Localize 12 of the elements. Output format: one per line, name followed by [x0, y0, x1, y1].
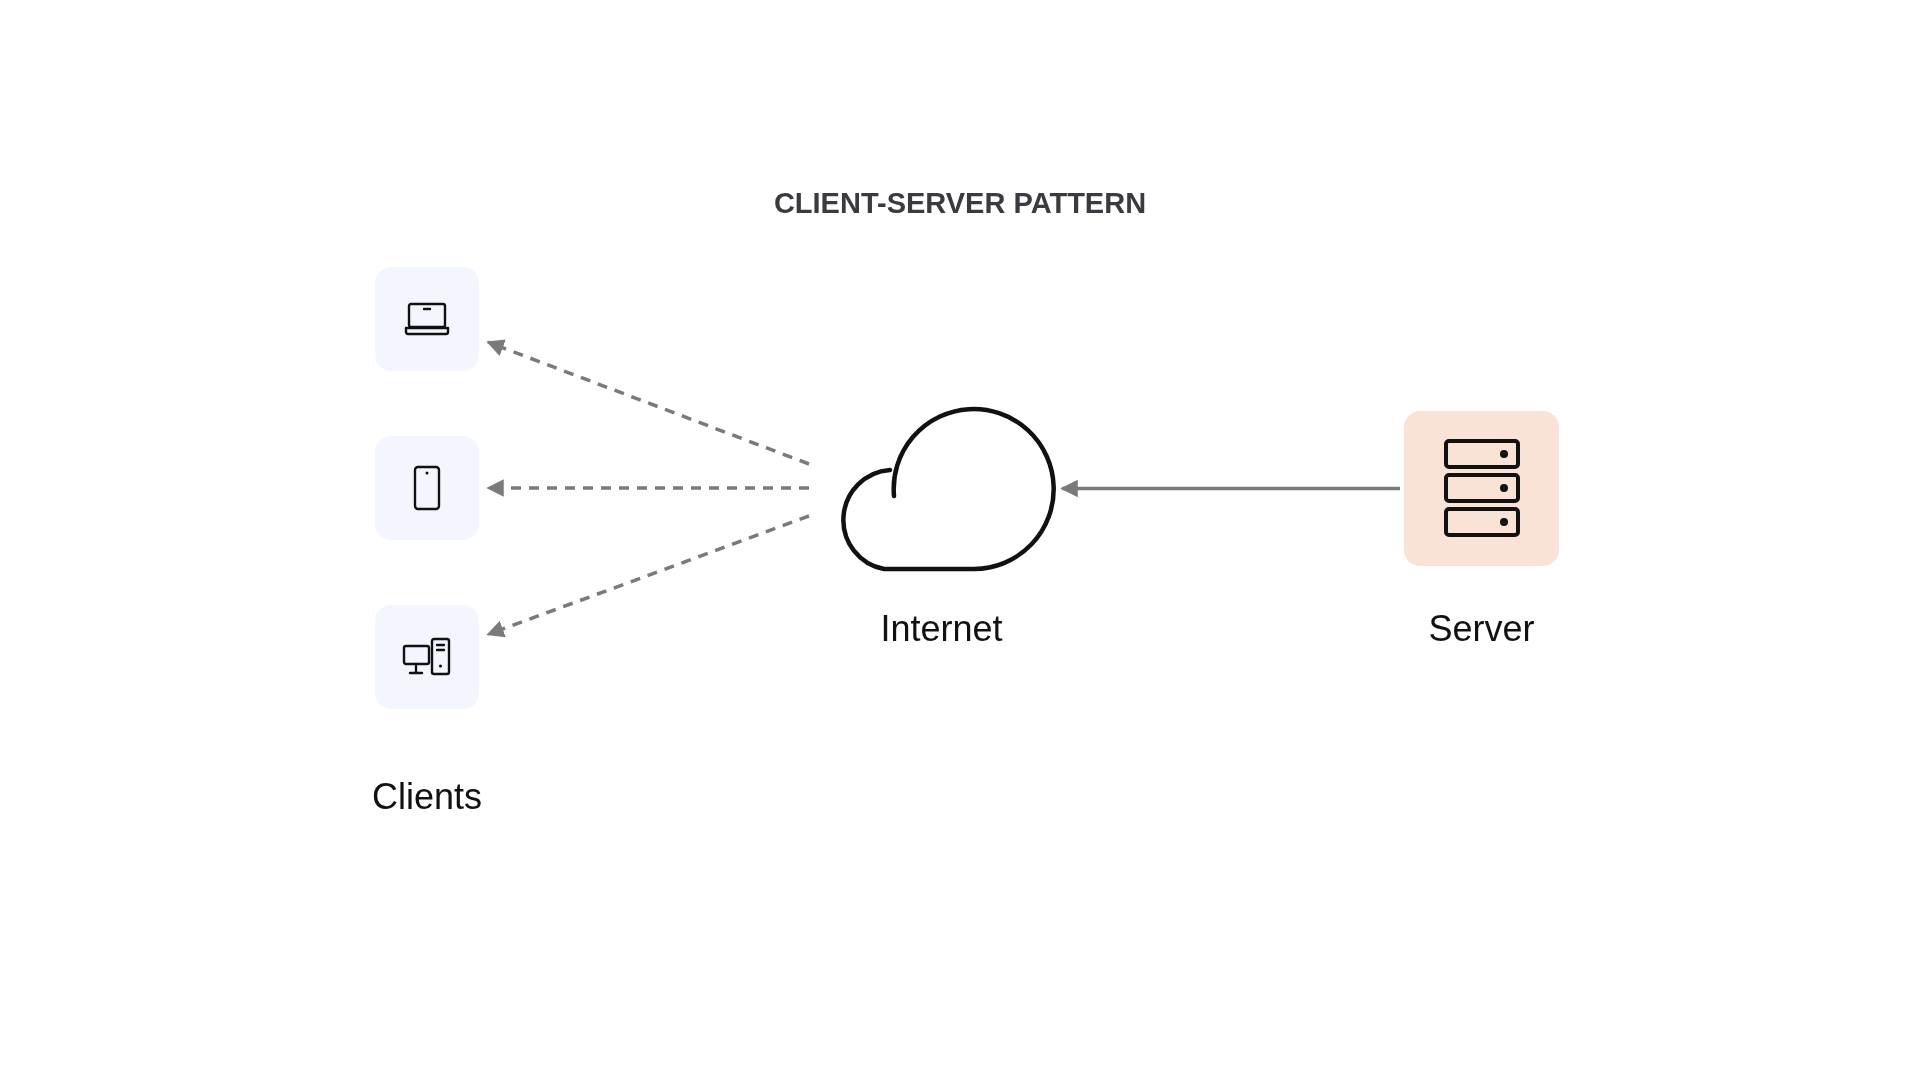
node-caption: Internet — [879, 607, 1004, 651]
node-caption: Server — [1427, 607, 1536, 651]
client-device-box — [375, 436, 479, 540]
arrow — [1060, 479, 1400, 498]
group-label: Clients — [370, 775, 483, 819]
client-device-box — [375, 267, 479, 371]
client-device-box — [375, 605, 479, 709]
arrow — [486, 514, 810, 638]
arrow — [486, 339, 810, 466]
arrow — [486, 479, 809, 497]
server-box — [1404, 411, 1559, 566]
diagram-title: CLIENT-SERVER PATTERN — [772, 186, 1148, 221]
